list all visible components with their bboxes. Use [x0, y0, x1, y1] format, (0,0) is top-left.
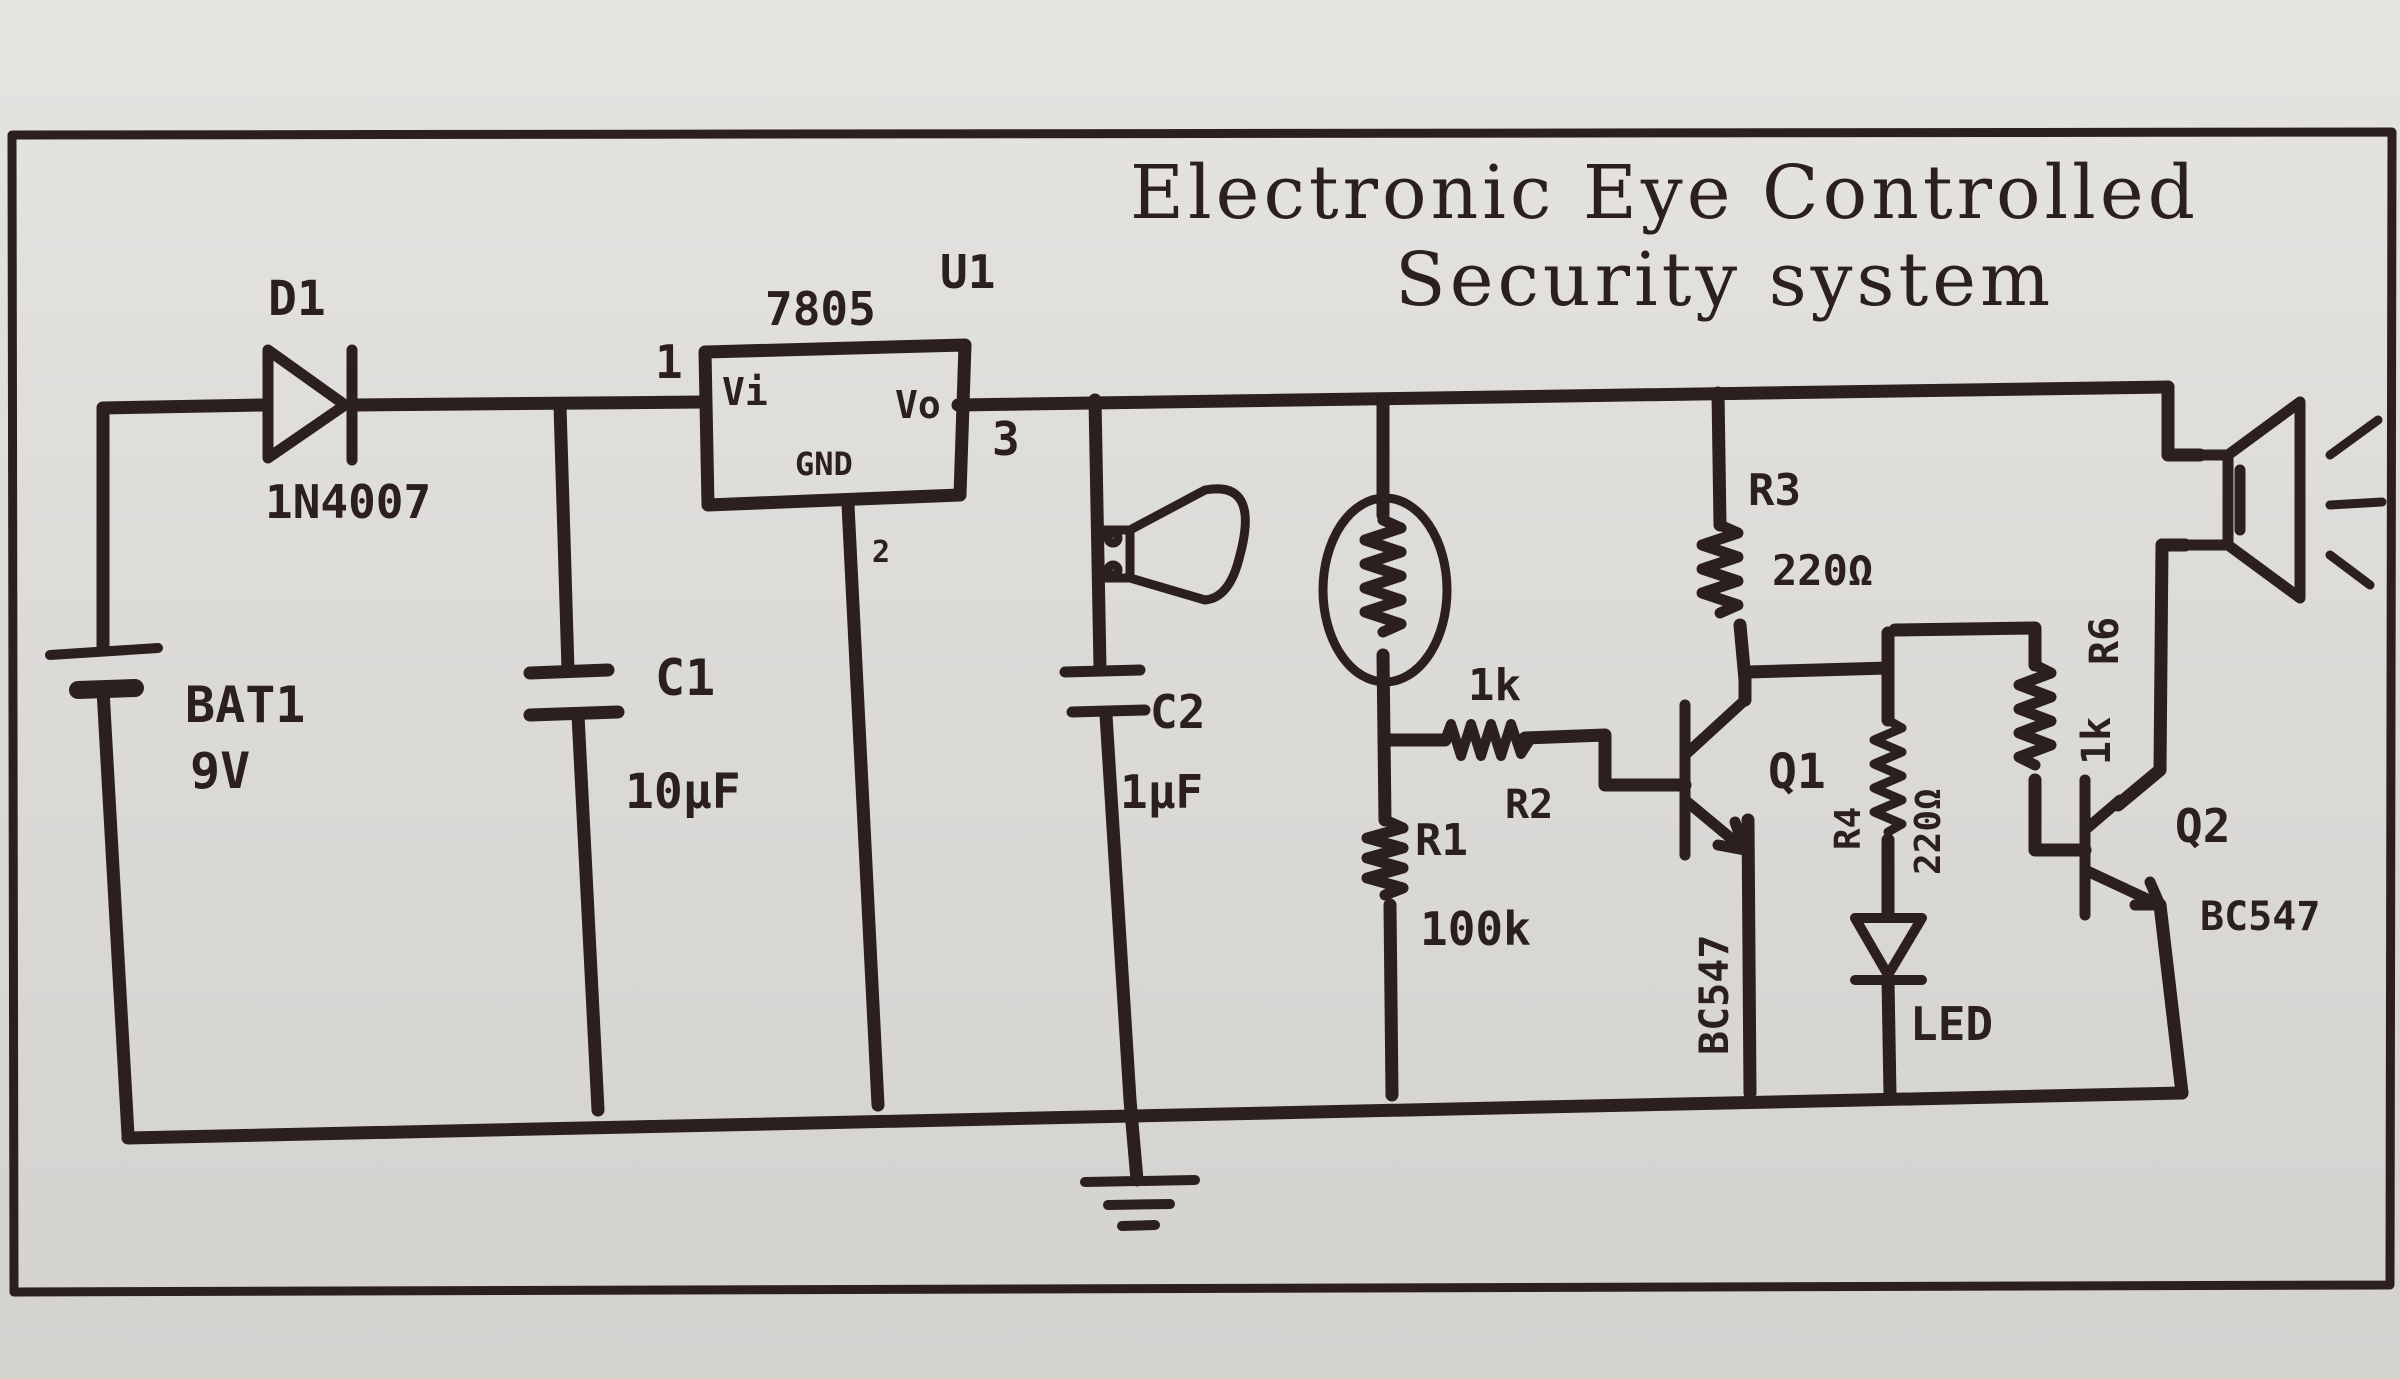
r2-label: R2	[1505, 782, 1553, 828]
wire-c2-bottom	[1099, 708, 1137, 1107]
wire-q1-emitter	[1741, 813, 1757, 1100]
wire-left-bottom	[96, 683, 135, 1142]
u1-gnd-label: GND	[795, 445, 853, 483]
r6-value: 1k	[2074, 717, 2120, 765]
wire-ground-drop	[1123, 1093, 1144, 1187]
resistor-r2	[1440, 719, 1535, 761]
wire-speaker-top	[2161, 380, 2207, 462]
u1-pin-in: 1	[655, 335, 683, 389]
resistor-r4	[1869, 715, 1907, 837]
d1-label: D1	[268, 271, 326, 327]
diode-d1	[262, 344, 358, 466]
r1-label: R1	[1415, 815, 1468, 866]
r4-value: 220Ω	[1908, 788, 1949, 875]
wire-r2-right	[1518, 728, 1692, 792]
u1-pin-out: 3	[992, 412, 1020, 466]
regulator-7805	[698, 338, 972, 512]
c2-label: C2	[1150, 685, 1205, 739]
led-label: LED	[1910, 997, 1993, 1051]
wire-led-bottom	[1881, 973, 1897, 1102]
wire-q2-emitter	[2153, 898, 2189, 1100]
u1-pin-gnd: 2	[872, 535, 890, 570]
u1-vo-label: Vo	[895, 383, 941, 427]
resistor-r6	[2013, 659, 2057, 771]
wire-diode-to-reg	[348, 395, 710, 412]
u1-part-label: 7805	[765, 282, 876, 336]
speaker-icon	[2179, 396, 2306, 604]
wire-r3-top	[1711, 386, 1727, 532]
resistor-r3	[1696, 519, 1744, 619]
ground-symbol	[1080, 1175, 1200, 1231]
bat-value: 9V	[190, 742, 250, 800]
q1-label: Q1	[1768, 744, 1826, 800]
wire-top-right	[951, 380, 2175, 412]
resistor-r1	[1361, 814, 1409, 901]
r6-label: R6	[2082, 617, 2128, 665]
battery-bat1	[45, 643, 163, 699]
wire-r6-bottom	[2028, 773, 2092, 857]
wire-r6-top	[1888, 621, 2042, 672]
q2-label: Q2	[2175, 799, 2230, 853]
r4-label: R4	[1828, 807, 1869, 850]
wire-top-left	[96, 398, 269, 415]
q2-part-label: BC547	[2200, 894, 2320, 940]
transistor-q2	[2079, 774, 2166, 921]
ldr-sensor	[1318, 493, 1452, 687]
wire-node-led	[1741, 661, 1895, 679]
led-diode	[1850, 913, 1927, 985]
capacitor-c1	[523, 663, 625, 722]
wire-reg-gnd	[841, 498, 885, 1112]
title-line-2: Security system	[1395, 237, 2054, 323]
wire-r1-bottom	[1383, 898, 1399, 1102]
lamp-symbol	[1095, 484, 1250, 605]
q1-part-label: BC547	[1692, 935, 1738, 1055]
wire-c1-top	[553, 399, 575, 677]
c1-value: 10μF	[625, 764, 741, 820]
c1-label: C1	[655, 649, 715, 707]
title-line-1: Electronic Eye Controlled	[1130, 150, 2199, 236]
capacitor-c2	[1059, 664, 1151, 718]
r3-value: 220Ω	[1772, 546, 1873, 595]
u1-label: U1	[940, 245, 995, 299]
transistor-q1	[1679, 694, 1751, 861]
d1-part-label: 1N4007	[265, 475, 431, 529]
wire-c1-bottom	[571, 708, 605, 1117]
ground-rail-left	[121, 1086, 2189, 1145]
bat-label: BAT1	[185, 676, 305, 734]
r3-label: R3	[1748, 465, 1801, 516]
sound-waves-icon	[2325, 415, 2387, 590]
wire-q2-collector	[2111, 538, 2192, 812]
wire-c2-top	[1088, 393, 1107, 675]
border-frame	[7, 127, 2397, 1297]
r1-value: 100k	[1420, 902, 1531, 956]
c2-value: 1μF	[1120, 765, 1203, 819]
r2-value: 1k	[1468, 660, 1521, 711]
u1-vi-label: Vi	[722, 370, 768, 414]
